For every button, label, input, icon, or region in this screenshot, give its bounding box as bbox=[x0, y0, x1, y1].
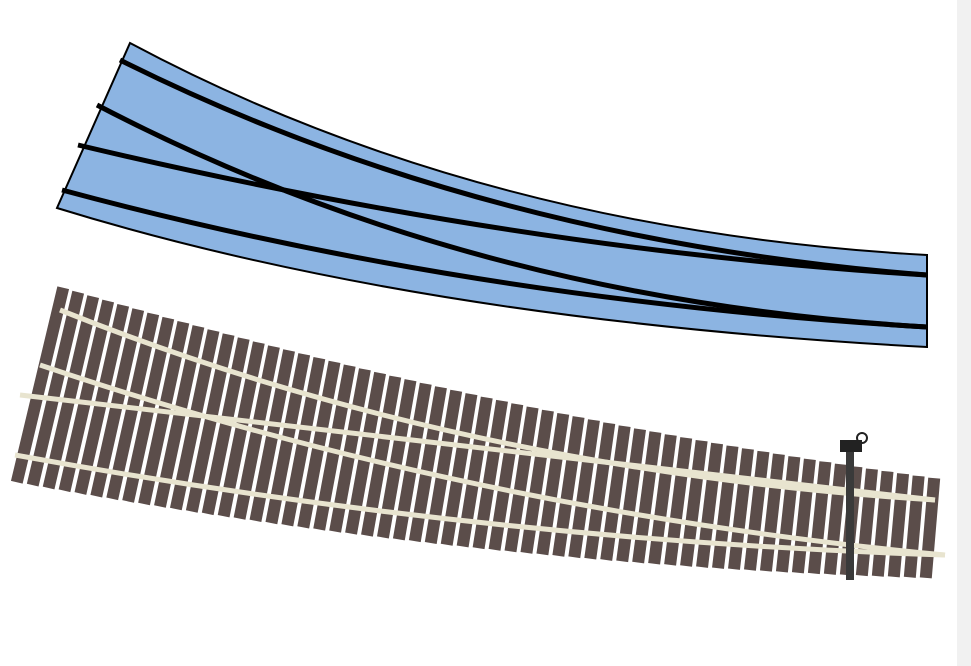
rail bbox=[19, 392, 936, 503]
tie bbox=[424, 389, 463, 544]
tie bbox=[408, 386, 447, 543]
turnout-diagram bbox=[55, 41, 928, 349]
tie bbox=[472, 399, 508, 550]
tie bbox=[568, 419, 600, 559]
tie bbox=[600, 425, 631, 561]
tie bbox=[536, 412, 570, 556]
tie bbox=[185, 333, 235, 513]
tie bbox=[504, 406, 539, 553]
tie bbox=[488, 403, 524, 551]
rail bbox=[39, 362, 946, 558]
tie bbox=[584, 422, 616, 560]
tie bbox=[456, 396, 493, 548]
rail bbox=[14, 452, 946, 558]
tie bbox=[42, 295, 100, 490]
diagram-track-body bbox=[55, 41, 928, 349]
tie bbox=[616, 428, 646, 563]
tie bbox=[58, 299, 115, 493]
tie bbox=[648, 434, 677, 565]
tie bbox=[440, 393, 478, 546]
tie bbox=[552, 416, 585, 557]
tie bbox=[90, 308, 145, 498]
diagram-rail-line bbox=[77, 142, 928, 278]
diagram-rail-line bbox=[61, 187, 928, 330]
tie bbox=[169, 329, 220, 511]
tie bbox=[74, 303, 130, 495]
track-rails bbox=[14, 307, 946, 558]
tie bbox=[10, 286, 70, 484]
tie bbox=[632, 431, 662, 564]
tie bbox=[520, 409, 554, 554]
tie bbox=[201, 337, 250, 516]
tie bbox=[26, 290, 85, 487]
rail bbox=[59, 307, 936, 503]
tie bbox=[217, 341, 265, 518]
diagram-rail-line bbox=[118, 57, 928, 278]
switch-stand bbox=[840, 432, 868, 580]
tie bbox=[154, 325, 205, 508]
right-edge-strip bbox=[957, 0, 971, 666]
